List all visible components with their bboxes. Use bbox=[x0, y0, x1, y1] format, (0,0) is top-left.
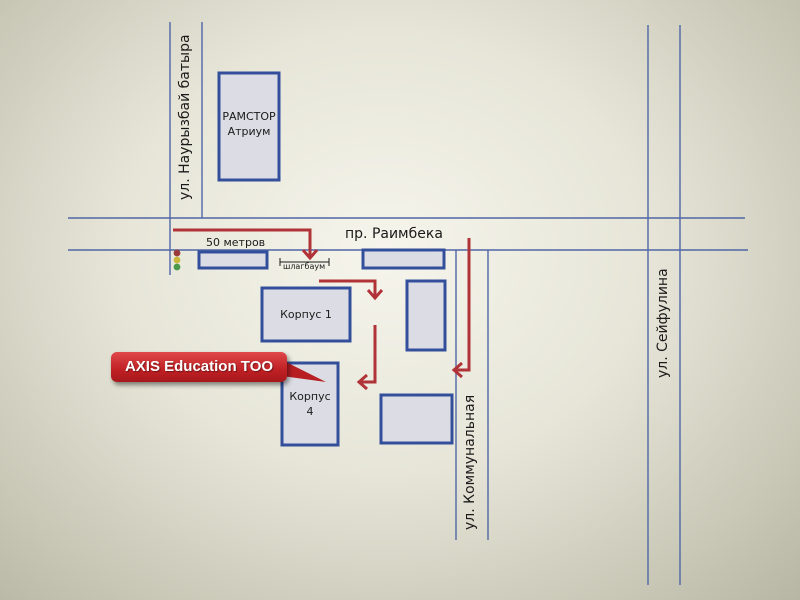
building-ramstor bbox=[217, 71, 281, 182]
arrow-icon bbox=[173, 228, 319, 261]
ramstor-label-line1: РАМСТОР bbox=[222, 110, 276, 123]
street-label-seifullina: ул. Сейфулина bbox=[655, 268, 671, 378]
traffic-light-green bbox=[173, 263, 181, 271]
traffic-light-yellow bbox=[173, 256, 181, 264]
callout-pointer bbox=[282, 360, 326, 382]
distance-label: 50 метров bbox=[206, 236, 266, 249]
building-strip-right bbox=[361, 248, 446, 270]
barrier-label: шлагбаум bbox=[283, 262, 326, 271]
buildings bbox=[197, 71, 454, 447]
arrow-icon bbox=[319, 279, 384, 301]
street-label-naurysbai: ул. Наурызбай батыра bbox=[177, 34, 193, 200]
building-parking-strip bbox=[197, 250, 269, 270]
traffic-light-icon bbox=[173, 249, 181, 271]
street-label-kommunalnaya: ул. Коммунальная bbox=[462, 394, 478, 530]
ramstor-label-line2: Атриум bbox=[227, 124, 271, 138]
ramstor-label: РАМСТОР Атриум bbox=[219, 110, 279, 140]
building-korpus1 bbox=[260, 286, 352, 343]
korpus4-label-line1: Корпус bbox=[289, 390, 331, 403]
barrier-marker bbox=[279, 258, 330, 266]
axis-callout: AXIS Education TOO bbox=[111, 352, 287, 382]
arrow-icon bbox=[451, 238, 471, 379]
korpus1-label: Корпус 1 bbox=[280, 308, 332, 321]
building-tall-right bbox=[405, 279, 447, 352]
traffic-light-red bbox=[173, 249, 181, 257]
arrow-icon bbox=[356, 325, 377, 391]
korpus4-label: Корпус 4 bbox=[282, 390, 338, 420]
street-label-raimbek: пр. Раимбека bbox=[345, 226, 443, 242]
korpus4-label-line2: 4 bbox=[306, 404, 314, 418]
route-arrows bbox=[173, 228, 471, 391]
roads bbox=[68, 22, 748, 585]
building-bottom-right bbox=[379, 393, 454, 445]
